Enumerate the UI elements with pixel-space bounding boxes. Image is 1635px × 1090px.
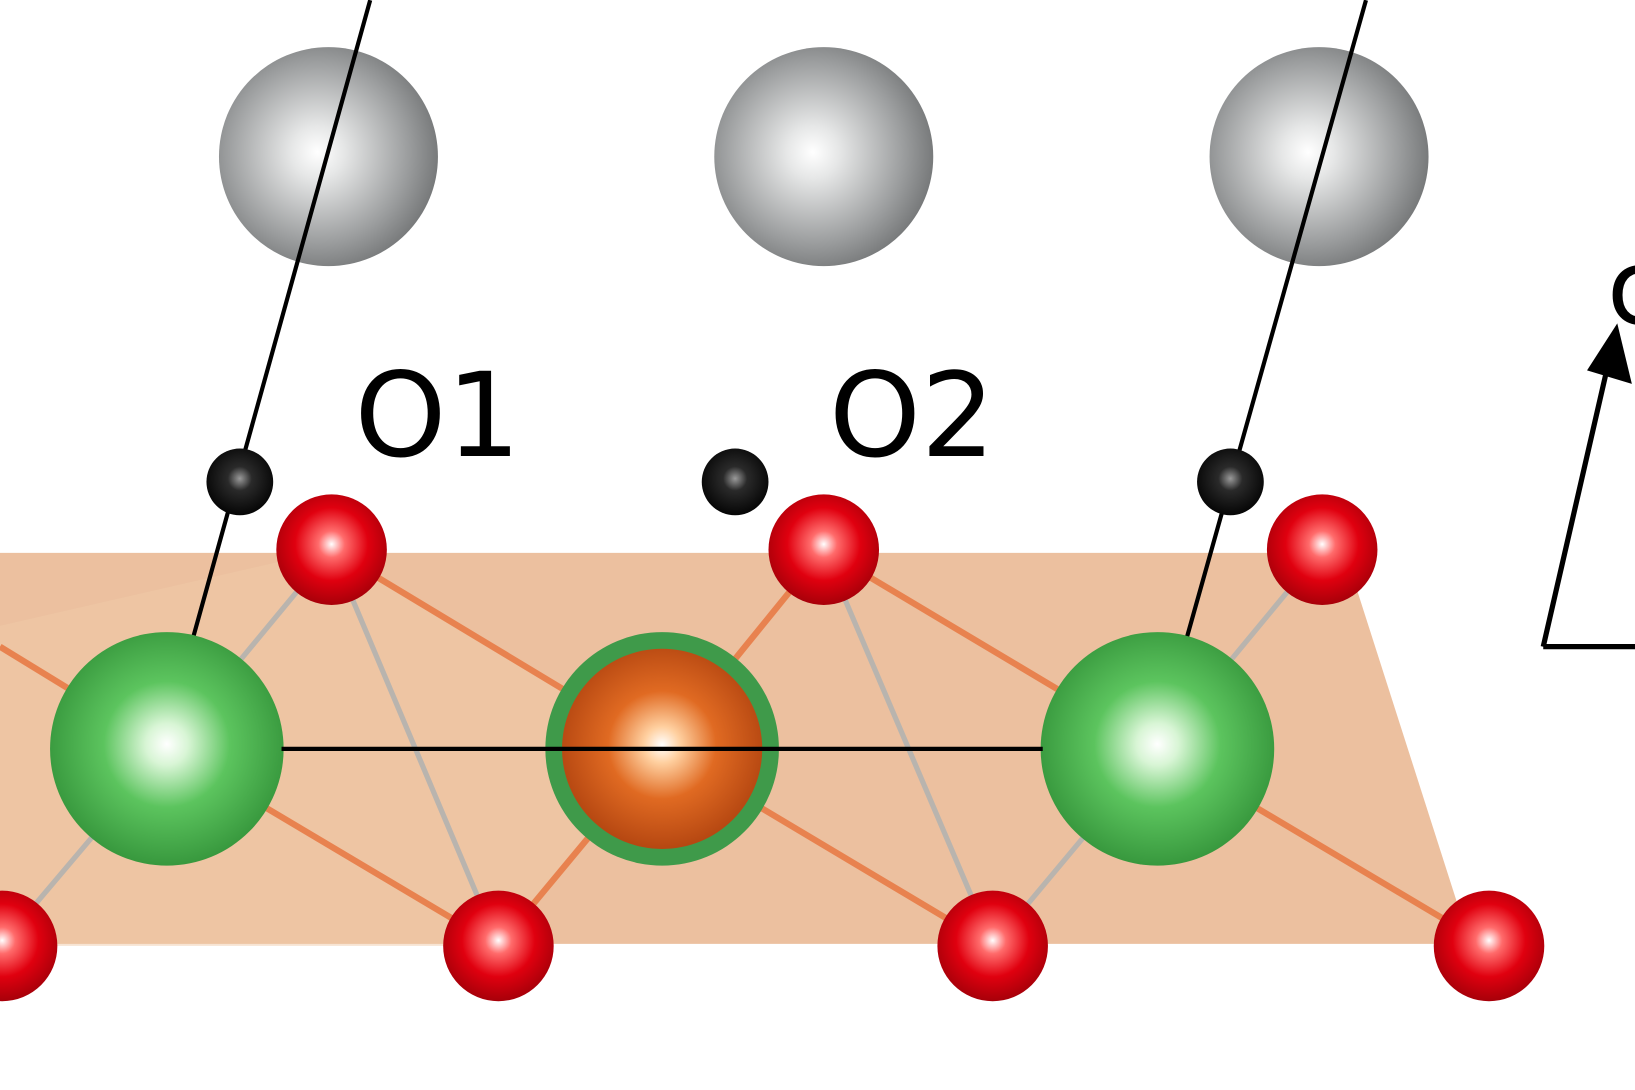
gray-atom [714, 47, 934, 267]
green-atom [50, 632, 284, 866]
unit-cell-lines [190, 0, 1368, 639]
black-atom [206, 448, 274, 516]
black-atom [701, 448, 769, 516]
label-o2: O2 [829, 348, 995, 484]
axis-arrowhead [1587, 323, 1632, 384]
oxygen-atom [0, 890, 58, 1002]
oxygen-atom [768, 494, 880, 605]
oxygen-atom [937, 890, 1048, 1002]
oxygen-atom [276, 494, 387, 605]
oxygen-atom [443, 890, 554, 1002]
axis-c-label: c [1607, 226, 1635, 348]
gray-atom [1209, 47, 1429, 267]
black-atom [1197, 448, 1264, 516]
green-atom [1040, 632, 1275, 866]
axis-indicator: c [1540, 226, 1635, 650]
label-o1: O1 [355, 348, 521, 484]
oxygen-atom [1433, 890, 1545, 1002]
oxygen-atom [1266, 494, 1378, 605]
